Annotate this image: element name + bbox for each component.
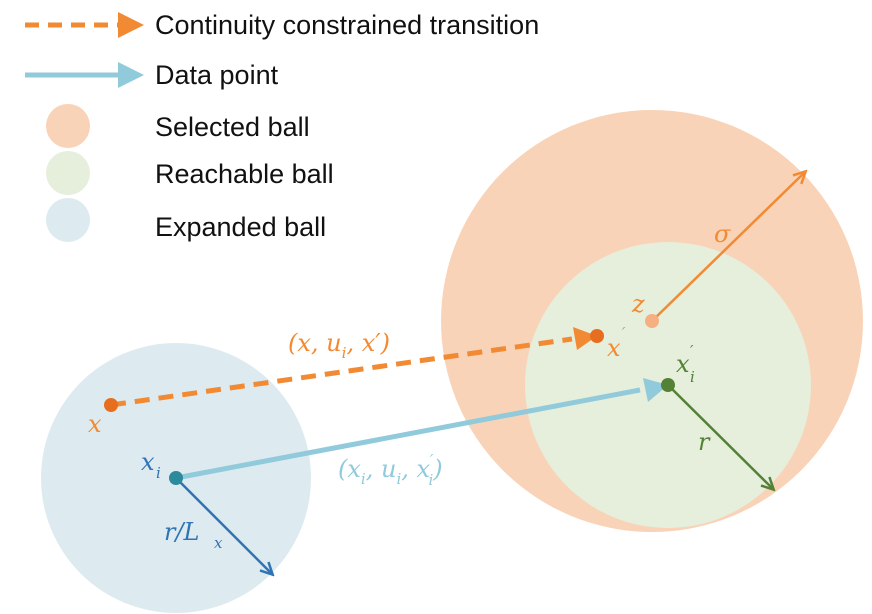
point-x-i <box>169 471 183 485</box>
r-over-L-arrow <box>175 477 272 574</box>
x-prime-base: x <box>607 334 621 362</box>
legend-selected-label: Selected ball <box>155 112 310 142</box>
datapoint-tuple-sub3: i <box>428 471 433 489</box>
x-i-subscript: i <box>156 464 161 482</box>
r-over-L-subscript: x <box>214 534 223 552</box>
x-label: x <box>88 410 102 438</box>
transition-tuple-sub: i <box>342 344 347 362</box>
datapoint-tuple-mid: , u <box>366 455 397 483</box>
r-over-L-text: r/L <box>164 518 200 546</box>
datapoint-arrow <box>175 387 641 481</box>
transition-arrow <box>110 336 573 408</box>
sigma-arrow <box>651 172 805 322</box>
x-prime-mark: ′ <box>622 324 626 342</box>
x-prime-label: x ′ <box>607 324 626 362</box>
datapoint-tuple-open: (x <box>338 455 361 483</box>
datapoint-tuple-label: (xi, ui, x′i) <box>338 451 443 489</box>
x-i-prime-base: x <box>676 350 690 378</box>
r-over-L-label: r/L x <box>164 518 223 552</box>
datapoint-tuple-sub1: i <box>361 470 366 488</box>
legend-datapoint-arrowhead <box>118 62 144 88</box>
legend-reachable-label: Reachable ball <box>155 159 334 189</box>
transition-arrowhead <box>573 327 597 350</box>
point-x-prime <box>590 329 604 343</box>
legend-reachable-swatch <box>46 151 90 195</box>
svg-text:(xi, ui, x′i): (xi, ui, x′i) <box>338 451 443 489</box>
r-label: r <box>698 428 711 456</box>
point-x-i-prime <box>661 378 675 392</box>
transition-tuple-label: (x, ui, x′) <box>288 329 390 362</box>
point-x <box>104 398 118 412</box>
z-label: z <box>631 290 645 318</box>
datapoint-tuple-mid2: , x <box>401 455 430 483</box>
x-i-prime-mark: ′ <box>690 342 694 360</box>
x-i-base: x <box>141 448 155 476</box>
legend-expanded-swatch <box>46 198 90 242</box>
legend-expanded-label: Expanded ball <box>155 212 326 242</box>
datapoint-tuple-sub2: i <box>396 470 401 488</box>
datapoint-tuple-close: ) <box>432 455 442 483</box>
x-i-label: x i <box>141 448 161 482</box>
legend: Continuity constrained transition Data p… <box>25 10 539 242</box>
point-z <box>645 314 659 328</box>
x-i-prime-subscript: i <box>690 368 695 386</box>
legend-selected-swatch <box>46 104 90 148</box>
legend-transition-arrowhead <box>118 12 144 38</box>
sigma-label: σ <box>714 220 731 248</box>
transition-tuple-close: , x′) <box>346 329 390 357</box>
transition-tuple-open: (x, u <box>288 329 342 357</box>
x-i-prime-label: x ′ i <box>676 342 695 386</box>
datapoint-tuple-prime: ′ <box>430 451 434 469</box>
legend-datapoint-label: Data point <box>155 60 279 90</box>
r-arrow <box>667 384 773 489</box>
svg-text:(x, ui, x′): (x, ui, x′) <box>288 329 390 362</box>
legend-transition-label: Continuity constrained transition <box>155 10 539 40</box>
